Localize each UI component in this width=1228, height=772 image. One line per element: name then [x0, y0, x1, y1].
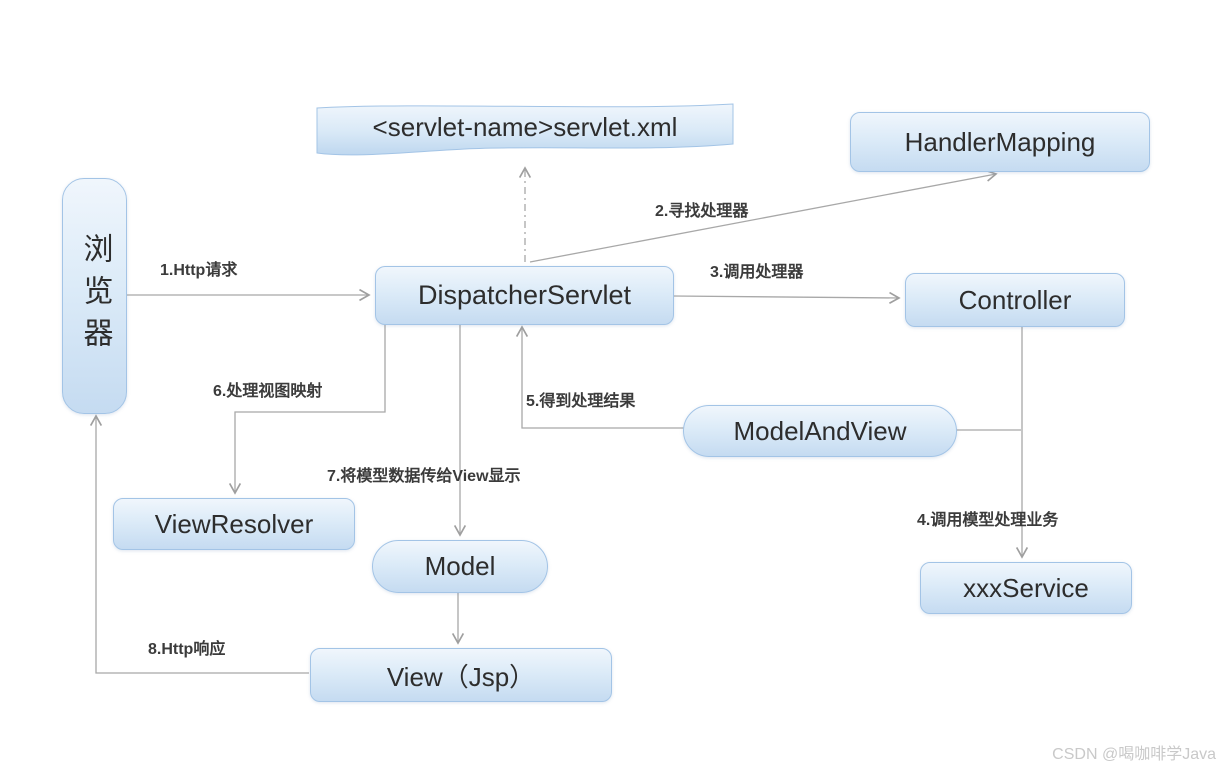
node-view-jsp: View（Jsp）: [310, 648, 612, 702]
csdn-watermark: CSDN @喝咖啡学Java: [1052, 746, 1216, 763]
node-view-resolver: ViewResolver: [113, 498, 355, 550]
edge-step3-call-handler: [672, 291, 901, 305]
node-handler-mapping: HandlerMapping: [850, 112, 1150, 172]
edge-label-step7: 7.将模型数据传给View显示: [327, 468, 521, 485]
edge-label-step4: 4.调用模型处理业务: [917, 512, 1059, 529]
node-controller: Controller: [905, 273, 1125, 327]
wave-banner-shape: [316, 103, 734, 156]
edge-label-step3: 3.调用处理器: [710, 264, 804, 281]
edge-step5-result: [515, 325, 686, 429]
node-dispatcher-servlet: DispatcherServlet: [375, 266, 674, 325]
edge-label-step2: 2.寻找处理器: [655, 203, 749, 220]
node-xxx-service: xxxService: [920, 562, 1132, 614]
edge-step2-find-handler: [529, 169, 998, 263]
node-model-and-view: ModelAndView: [683, 405, 957, 457]
edge-step6-view-mapping: [228, 324, 386, 495]
edge-label-step8: 8.Http响应: [148, 641, 226, 658]
edge-label-step1: 1.Http请求: [160, 262, 238, 279]
node-servlet-xml-label: <servlet-name>servlet.xml: [372, 111, 678, 142]
node-browser: 浏览器: [62, 178, 127, 414]
node-servlet-xml: <servlet-name>servlet.xml: [315, 100, 735, 162]
node-model: Model: [372, 540, 548, 593]
edge-step8-http-response: [89, 414, 309, 674]
edge-label-step5: 5.得到处理结果: [526, 393, 636, 410]
edge-label-step6: 6.处理视图映射: [213, 383, 323, 400]
